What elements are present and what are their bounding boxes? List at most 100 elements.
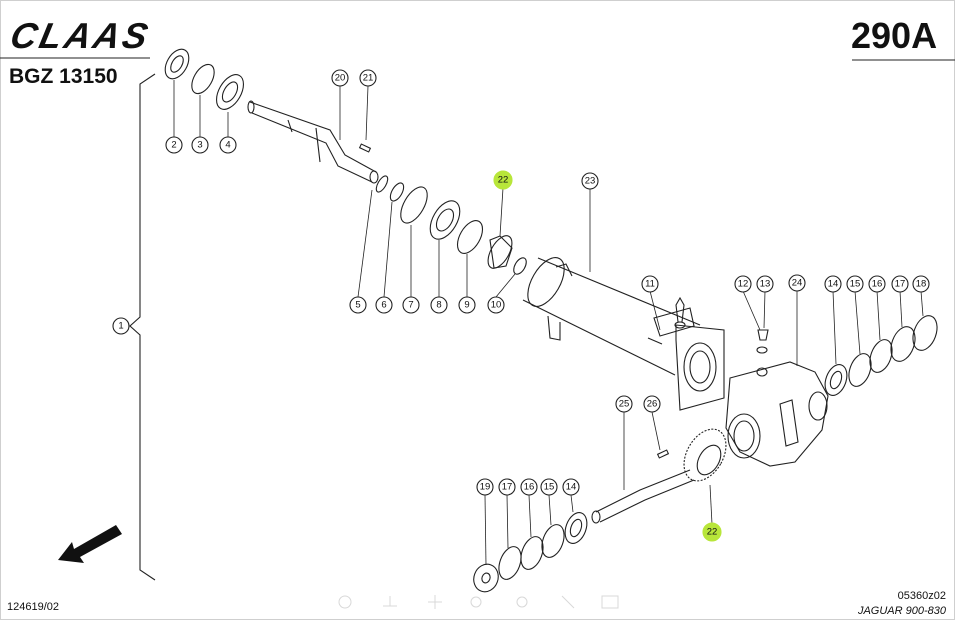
seal-part-2: [164, 48, 190, 80]
svg-text:15: 15: [544, 482, 555, 493]
callout-17-lower: 17: [498, 478, 516, 496]
svg-text:11: 11: [645, 279, 655, 290]
svg-text:14: 14: [828, 279, 839, 290]
callout-5: 5: [349, 296, 367, 314]
callout-23: 23: [581, 172, 599, 190]
callout-25: 25: [615, 395, 633, 413]
callout-7: 7: [402, 296, 420, 314]
svg-text:4: 4: [225, 140, 230, 151]
document-number: 124619/02: [7, 601, 59, 613]
callout-18: 18: [912, 275, 930, 293]
svg-text:1: 1: [118, 321, 123, 332]
svg-text:19: 19: [480, 482, 491, 493]
callout-21: 21: [359, 69, 377, 87]
bearing-part-4: [215, 74, 245, 110]
svg-text:20: 20: [335, 73, 346, 84]
callout-14-upper: 14: [824, 275, 842, 293]
bearing-part-8: [429, 200, 461, 240]
gearbox-housing-part-24: [725, 361, 829, 467]
svg-text:13: 13: [760, 279, 771, 290]
callout-26: 26: [643, 395, 661, 413]
callout-16-upper: 16: [868, 275, 886, 293]
callout-2: 2: [165, 136, 183, 154]
shaft-part-20: [247, 100, 379, 184]
svg-text:23: 23: [585, 176, 596, 187]
callout-15-lower: 15: [540, 478, 558, 496]
leader-lines: [173, 80, 924, 566]
assembly-code: BGZ 13150: [9, 65, 118, 88]
svg-text:22: 22: [498, 175, 509, 186]
bolt-part-11: [647, 296, 686, 345]
callout-24: 24: [788, 274, 806, 292]
callout-8: 8: [430, 296, 448, 314]
svg-text:6: 6: [381, 300, 386, 311]
callout-22-upper: 22: [493, 170, 513, 190]
svg-text:3: 3: [197, 140, 202, 151]
page-number: 290A: [851, 15, 938, 56]
ring-part-3: [191, 63, 215, 95]
ring-part-9: [456, 220, 484, 254]
ring-part-16-upper: [869, 339, 893, 373]
svg-text:26: 26: [647, 399, 658, 410]
callout-4: 4: [219, 136, 237, 154]
o-ring-part-7: [400, 186, 428, 224]
svg-text:22: 22: [707, 527, 718, 538]
svg-text:9: 9: [464, 300, 469, 311]
svg-text:5: 5: [355, 300, 360, 311]
svg-text:2: 2: [171, 140, 176, 151]
tube-housing-part-23: [522, 257, 725, 411]
callout-14-lower: 14: [562, 478, 580, 496]
key-part-26: [656, 449, 670, 459]
callout-13: 13: [756, 275, 774, 293]
direction-arrow-icon: [58, 525, 122, 563]
drawing-reference: 05360z02: [897, 590, 946, 602]
key-part-21: [358, 143, 372, 153]
bevel-gear-part-22: [487, 235, 513, 269]
callout-1: 1: [112, 317, 130, 335]
circlip-part-10: [513, 257, 527, 275]
callout-17-upper: 17: [891, 275, 909, 293]
svg-text:16: 16: [524, 482, 535, 493]
shaft-part-25: [591, 469, 695, 524]
svg-text:8: 8: [436, 300, 441, 311]
machine-model: JAGUAR 900-830: [857, 605, 946, 617]
ring-part-18: [912, 315, 938, 351]
ring-part-16-lower: [520, 536, 544, 570]
ghost-toolbar: [338, 595, 619, 609]
spur-gear-part-22: [683, 428, 727, 482]
callout-19: 19: [476, 478, 494, 496]
svg-text:14: 14: [566, 482, 577, 493]
svg-text:18: 18: [916, 279, 927, 290]
ring-part-17-lower: [498, 546, 522, 580]
callout-22-lower: 22: [702, 522, 722, 542]
svg-text:17: 17: [895, 279, 906, 290]
svg-text:17: 17: [502, 482, 513, 493]
svg-text:10: 10: [491, 300, 502, 311]
callout-20: 20: [331, 69, 349, 87]
callout-6: 6: [375, 296, 393, 314]
callout-3: 3: [191, 136, 209, 154]
ring-part-15-lower: [541, 524, 565, 558]
callout-16-lower: 16: [520, 478, 538, 496]
svg-text:24: 24: [792, 278, 803, 289]
plug-part-13: [756, 329, 769, 377]
bearing-part-14-lower: [564, 512, 588, 544]
svg-text:16: 16: [872, 279, 883, 290]
ring-part-6: [389, 182, 405, 202]
callout-11: 11: [641, 275, 659, 293]
svg-text:15: 15: [850, 279, 861, 290]
circlip-part-5: [375, 175, 389, 193]
callout-9: 9: [458, 296, 476, 314]
ring-part-17-upper: [890, 326, 916, 362]
ring-part-15-upper: [848, 353, 872, 387]
group-bracket: [129, 73, 156, 581]
svg-text:12: 12: [738, 279, 749, 290]
washer-part-19: [473, 563, 499, 593]
svg-text:25: 25: [619, 399, 630, 410]
svg-text:7: 7: [408, 300, 413, 311]
callout-10: 10: [487, 296, 505, 314]
callout-12: 12: [734, 275, 752, 293]
bearing-part-14-upper: [824, 364, 848, 396]
callout-15-upper: 15: [846, 275, 864, 293]
